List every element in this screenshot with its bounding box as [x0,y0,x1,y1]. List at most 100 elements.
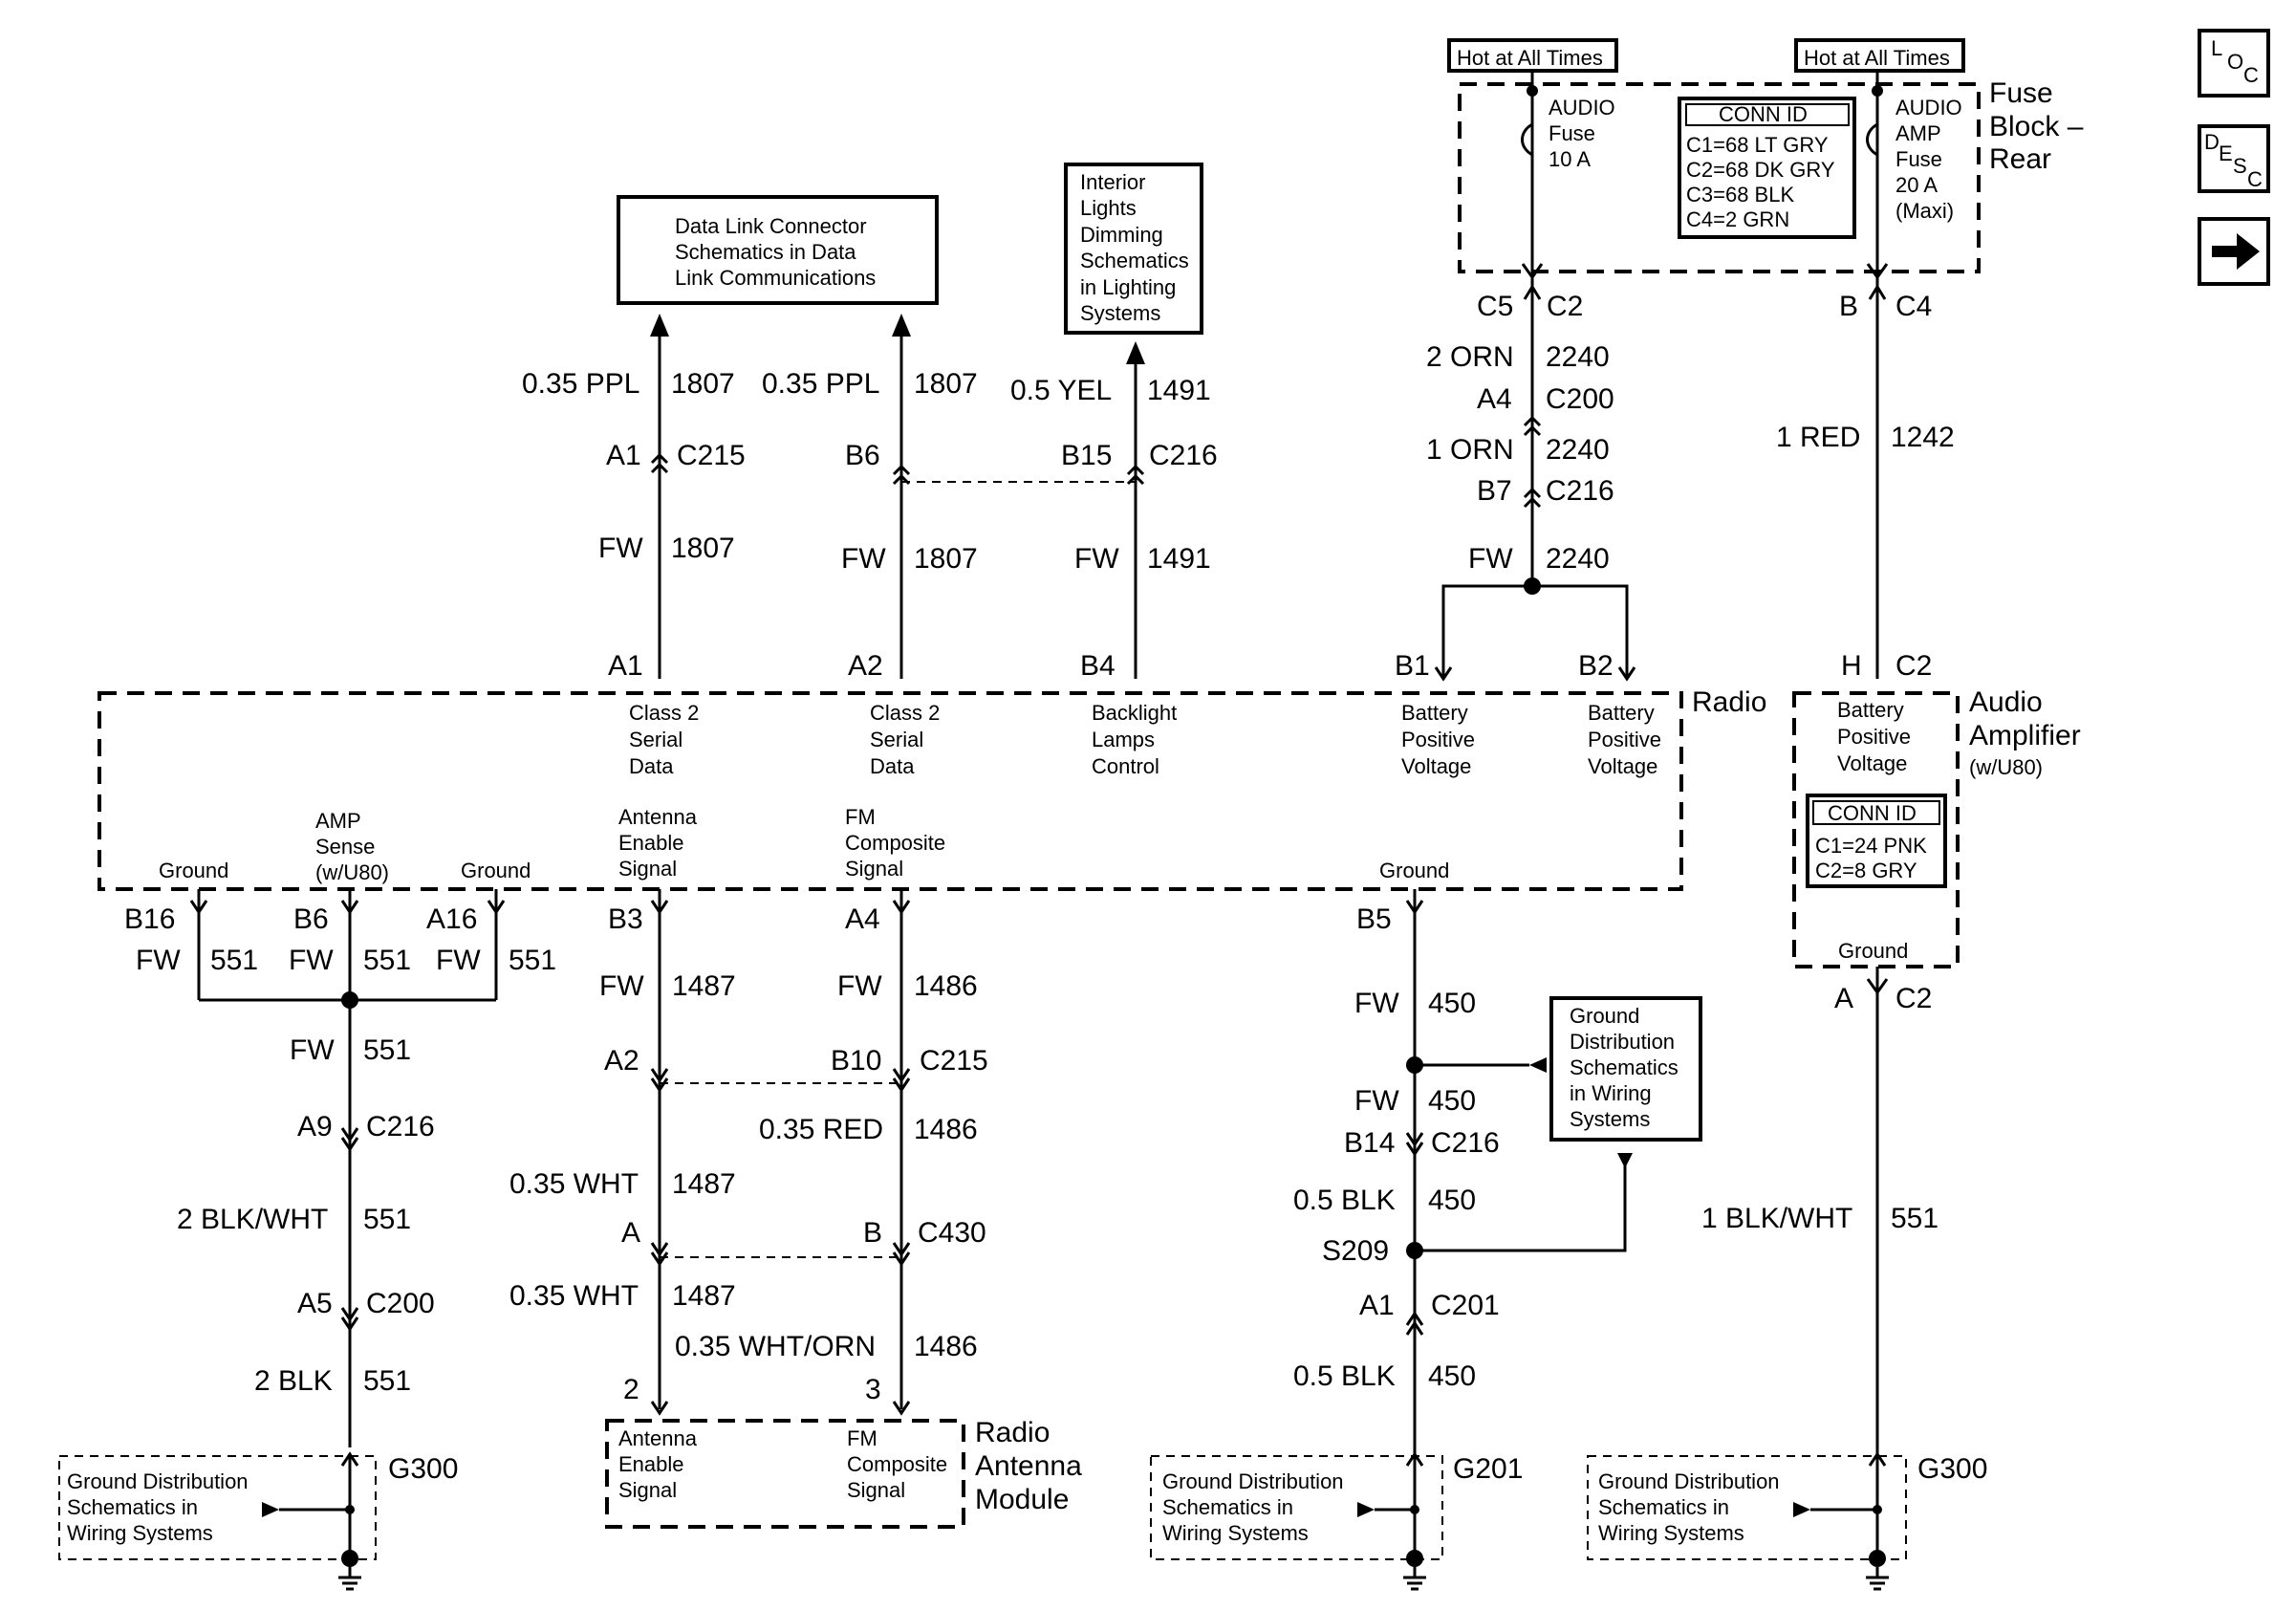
svg-text:0.35 WHT/ORN: 0.35 WHT/ORN [675,1331,876,1362]
fuse-block-outline [1458,82,1981,273]
svg-text:3: 3 [865,1374,881,1405]
svg-text:C1=24 PNK: C1=24 PNK [1815,834,1927,858]
svg-text:B: B [1839,291,1858,322]
svg-text:C2: C2 [1547,291,1583,322]
svg-text:551: 551 [363,1365,411,1397]
svg-text:(w/U80): (w/U80) [315,860,389,884]
ground-distribution-ref-1: Ground Distribution Schematics in Wiring… [58,1455,377,1560]
svg-text:1491: 1491 [1147,375,1211,406]
svg-text:C200: C200 [366,1288,435,1319]
svg-text:(Maxi): (Maxi) [1895,199,1954,223]
svg-text:1 RED: 1 RED [1776,422,1860,453]
svg-text:2240: 2240 [1546,341,1610,373]
svg-text:0.35 PPL: 0.35 PPL [522,368,639,400]
svg-text:A2: A2 [604,1045,639,1077]
svg-text:FW: FW [598,533,643,564]
svg-text:Wiring Systems: Wiring Systems [1162,1521,1309,1545]
hot-at-all-times-left: Hot at All Times [1447,38,1618,73]
svg-text:FW: FW [1468,543,1513,575]
svg-text:C4=2 GRN: C4=2 GRN [1686,207,1789,231]
svg-text:1486: 1486 [914,1331,978,1362]
svg-text:C215: C215 [677,440,746,471]
svg-text:B5: B5 [1356,903,1392,935]
svg-text:1486: 1486 [914,1114,978,1145]
svg-text:2: 2 [623,1374,639,1405]
svg-text:FW: FW [289,945,334,976]
svg-text:10 A: 10 A [1549,147,1591,171]
svg-text:0.5 YEL: 0.5 YEL [1010,375,1112,406]
svg-text:Signal: Signal [618,1478,677,1502]
svg-text:Lights: Lights [1080,196,1137,220]
wire-551-labels: B16 B6 A16 FW 551 FW 551 FW 551 FW 551 A… [124,903,556,1485]
next-arrow-button[interactable] [2198,217,2270,286]
svg-text:FW: FW [1354,988,1399,1019]
svg-text:1807: 1807 [914,543,978,575]
interior-lights-ref: Interior Lights Dimming Schematics in Li… [1064,163,1203,335]
svg-text:Fuse: Fuse [1895,147,1942,171]
svg-text:Voltage: Voltage [1588,754,1657,778]
svg-text:Antenna: Antenna [618,805,698,829]
svg-text:Class 2: Class 2 [870,701,940,725]
svg-text:0.35 WHT: 0.35 WHT [509,1168,639,1200]
svg-text:Sense: Sense [315,835,375,859]
svg-text:Ground: Ground [159,859,228,882]
svg-text:Signal: Signal [618,857,677,881]
audio-amplifier-outline [1792,691,1960,968]
svg-text:2240: 2240 [1546,543,1610,575]
svg-text:AMP: AMP [1895,121,1941,145]
svg-text:1487: 1487 [672,1280,736,1312]
svg-text:B6: B6 [845,440,880,471]
svg-text:Amplifier: Amplifier [1969,720,2081,751]
svg-text:1491: 1491 [1147,543,1211,575]
svg-text:FW: FW [841,543,886,575]
svg-text:B3: B3 [608,903,643,935]
svg-text:Ground Distribution: Ground Distribution [67,1469,249,1493]
svg-text:0.5 BLK: 0.5 BLK [1293,1185,1396,1216]
svg-text:CONN ID: CONN ID [1719,102,1808,126]
amp-fuse-label: AUDIO AMP Fuse 20 A (Maxi) [1895,96,1962,223]
svg-text:C216: C216 [1546,475,1614,507]
svg-text:C: C [2247,167,2263,191]
svg-text:1487: 1487 [672,970,736,1002]
radio-antenna-module-outline [605,1419,965,1529]
loc-button[interactable]: LOC [2198,29,2273,100]
svg-text:Systems: Systems [1080,301,1160,325]
svg-text:E: E [2219,141,2233,165]
svg-text:Ground: Ground [1570,1004,1639,1028]
svg-text:Wiring Systems: Wiring Systems [1598,1521,1744,1545]
svg-text:Positive: Positive [1401,728,1475,751]
svg-text:0.35 RED: 0.35 RED [759,1114,883,1145]
svg-text:Rear: Rear [1989,143,2051,175]
svg-text:Battery: Battery [1401,701,1468,725]
svg-text:A4: A4 [845,903,880,935]
svg-text:C4: C4 [1895,291,1932,322]
fuse-icon [1866,122,1878,157]
svg-text:A9: A9 [297,1111,333,1142]
svg-text:A16: A16 [426,903,477,935]
wire-450-labels: B5 FW 450 FW 450 B14 C216 0.5 BLK 450 S2… [1293,903,1523,1485]
svg-text:Control: Control [1092,754,1159,778]
svg-text:Link Communications: Link Communications [675,266,876,290]
svg-text:Voltage: Voltage [1837,751,1907,775]
svg-text:Serial: Serial [629,728,682,751]
svg-text:C3=68 BLK: C3=68 BLK [1686,183,1794,207]
svg-text:Ground: Ground [1379,859,1449,882]
svg-text:FW: FW [1354,1085,1399,1117]
svg-text:A1: A1 [608,650,643,682]
svg-text:Hot at All Times: Hot at All Times [1804,46,1950,70]
antenna-wire-labels: B3 A4 FW 1487 FW 1486 A2 B10 C215 0.35 R… [509,903,988,1405]
svg-text:FM: FM [845,805,876,829]
svg-text:Schematics in: Schematics in [1162,1495,1293,1519]
svg-text:C216: C216 [1149,440,1218,471]
svg-text:C5: C5 [1477,291,1513,322]
svg-text:C: C [2243,63,2259,87]
ground-distribution-ref-4: Ground Distribution Schematics in Wiring… [1587,1455,1907,1560]
svg-text:C430: C430 [918,1217,986,1249]
svg-text:A5: A5 [297,1288,333,1319]
radio-pin-labels: Class 2 Serial Data Class 2 Serial Data … [159,701,1661,884]
svg-text:Ground Distribution: Ground Distribution [1162,1469,1344,1493]
svg-text:C216: C216 [366,1111,435,1142]
svg-text:450: 450 [1428,988,1476,1019]
svg-text:20 A: 20 A [1895,173,1938,197]
